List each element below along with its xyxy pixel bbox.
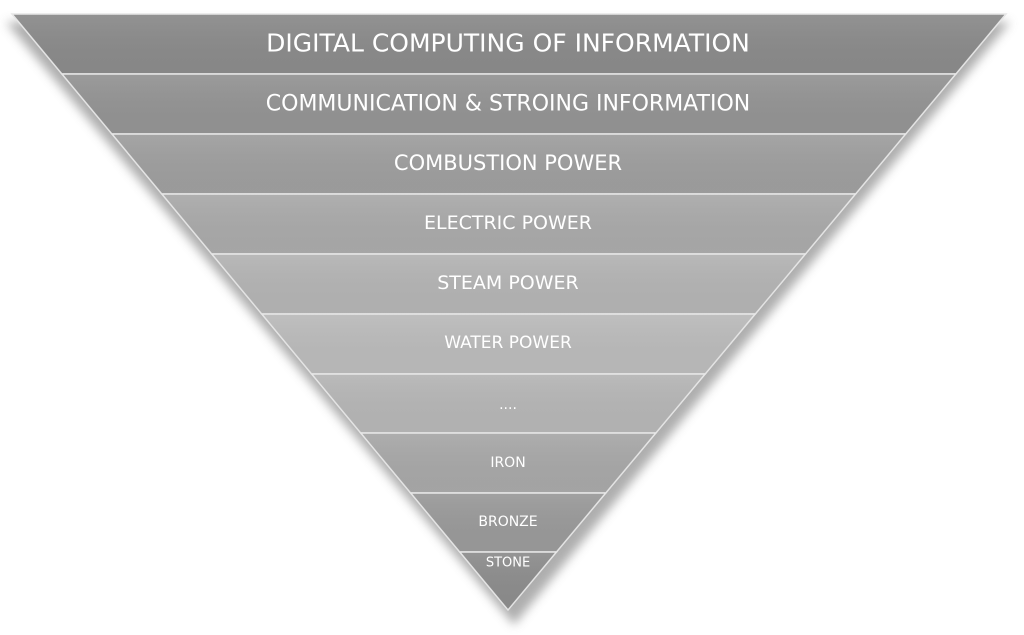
pyramid-layer-label: WATER POWER: [444, 333, 572, 353]
pyramid-layer-label: IRON: [490, 455, 525, 471]
pyramid-layer-sheen: [410, 493, 606, 552]
pyramid-labels: DIGITAL COMPUTING OF INFORMATION COMMUNIC…: [266, 29, 750, 571]
pyramid-layer-label: COMMUNICATION & STROING INFORMATION: [266, 92, 750, 117]
pyramid-layers: [10, 13, 1008, 612]
pyramid-layer-label: STEAM POWER: [437, 272, 579, 294]
pyramid-layer-sheen: [12, 14, 1006, 74]
pyramid-layer-label: ELECTRIC POWER: [424, 212, 592, 234]
pyramid-layer-sheen: [261, 314, 756, 374]
pyramid-layer-label: STONE: [486, 556, 530, 571]
pyramid-layer-sheen: [111, 134, 906, 194]
pyramid-layer-label: DIGITAL COMPUTING OF INFORMATION: [266, 29, 750, 58]
pyramid-layer-label: BRONZE: [478, 514, 537, 530]
pyramid-layer-sheen: [311, 374, 706, 433]
pyramid-layer-sheen: [61, 74, 956, 134]
pyramid-layer-sheen: [211, 254, 806, 314]
pyramid-layer-sheen: [360, 433, 656, 493]
pyramid-layer-label: COMBUSTION POWER: [394, 151, 622, 175]
pyramid-layer-sheen: [459, 552, 557, 610]
pyramid-layer-label: ....: [499, 397, 517, 413]
pyramid-layer-sheen: [161, 194, 856, 254]
